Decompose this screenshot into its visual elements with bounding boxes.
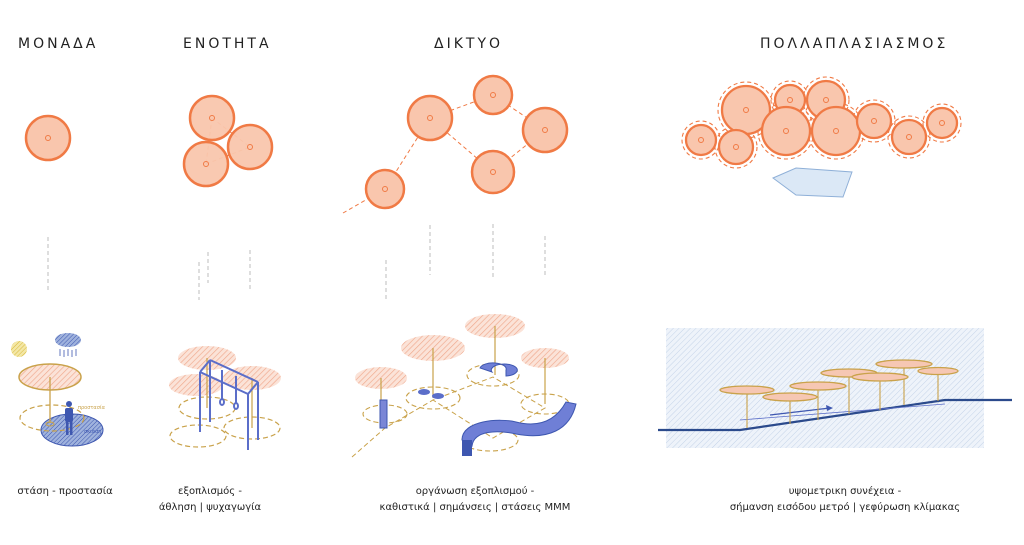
monada-axonometric: προστασία σκιάση bbox=[11, 333, 106, 447]
diktyo-network-group bbox=[342, 74, 569, 300]
ramp-line bbox=[739, 403, 946, 421]
caption-line: υψομετρικη συνέχεια - bbox=[788, 486, 902, 497]
unit-circle bbox=[188, 94, 236, 142]
title-pollaplasiasmos: ΠΟΛΛΑΠΛΑΣΙΑΣΜΟΣ bbox=[760, 36, 949, 52]
unit-center-dot bbox=[490, 169, 496, 175]
signage-panel-icon bbox=[379, 399, 388, 429]
ground-fill bbox=[666, 398, 984, 448]
unit-circle bbox=[226, 123, 274, 171]
unit-center-dot bbox=[542, 127, 548, 133]
caption-monada: στάση - προστασία bbox=[0, 484, 130, 500]
caption-line: στάση - προστασία bbox=[17, 486, 113, 497]
caption-diktyo: οργάνωση εξοπλισμού - καθιστικά | σημάνσ… bbox=[350, 484, 600, 516]
arrow-head-icon bbox=[826, 405, 833, 411]
snake-bench-end bbox=[462, 440, 472, 456]
section-canopies bbox=[719, 359, 959, 402]
pollaplasiasmos-group bbox=[681, 76, 962, 198]
unit-circle bbox=[364, 168, 406, 210]
ground-line bbox=[658, 398, 1012, 432]
caption-line: οργάνωση εξοπλισμού - bbox=[415, 486, 535, 497]
title-diktyo: ΔΙΚΤΥΟ bbox=[434, 36, 504, 52]
caption-line: σήμανση εισόδου μετρό | γεφύρωση κλίμακα… bbox=[729, 502, 961, 513]
unit-center-dot bbox=[427, 115, 433, 121]
unit-circle bbox=[182, 140, 230, 188]
enotita-cluster-group bbox=[182, 94, 274, 300]
unit-center-dot bbox=[247, 144, 253, 150]
unit-circle bbox=[521, 106, 569, 154]
monkey-bars-icon bbox=[199, 359, 259, 450]
unit-center-dots bbox=[698, 97, 945, 150]
caption-line: άθληση | ψυχαγωγία bbox=[158, 502, 262, 513]
monada-unit-group bbox=[24, 114, 72, 290]
unit-center-dot bbox=[45, 135, 51, 141]
person-icon bbox=[65, 401, 73, 435]
post-base bbox=[45, 421, 55, 427]
pollaplasiasmos-section bbox=[658, 328, 1012, 448]
caption-enotita: εξοπλισμός - άθληση | ψυχαγωγία bbox=[140, 484, 280, 516]
caption-line: καθιστικά | σημάνσεις | στάσεις ΜΜΜ bbox=[379, 502, 571, 513]
caption-pollaplasiasmos: υψομετρικη συνέχεια - σήμανση εισόδου με… bbox=[690, 484, 1000, 516]
title-monada: ΜΟΝΑΔΑ bbox=[18, 36, 99, 52]
dashed-ground-ring bbox=[169, 424, 227, 448]
rain-cloud-icon bbox=[55, 333, 81, 347]
sun-icon bbox=[11, 341, 27, 357]
snake-bench-icon bbox=[461, 401, 577, 447]
rain-drops-icon bbox=[59, 349, 77, 357]
canopy-posts bbox=[746, 364, 939, 428]
diktyo-axonometric bbox=[351, 314, 577, 458]
unit-circle bbox=[470, 149, 516, 195]
canopy-disc bbox=[169, 374, 223, 396]
dashed-ground-ring bbox=[19, 404, 85, 432]
unit-center-dot bbox=[382, 186, 388, 192]
unit-center-dot bbox=[203, 161, 209, 167]
shade-label: σκιάση bbox=[84, 428, 101, 435]
ramp-arrow bbox=[769, 407, 831, 416]
title-enotita: ΕΝΟΤΗΤΑ bbox=[183, 36, 272, 52]
seating-icon bbox=[418, 389, 444, 399]
unit-circle bbox=[472, 74, 514, 116]
unit-circle bbox=[24, 114, 72, 162]
caption-line: εξοπλισμός - bbox=[178, 486, 242, 497]
unit-circle bbox=[406, 94, 454, 142]
protection-label: προστασία bbox=[78, 404, 106, 411]
bench-ring-icon bbox=[479, 362, 518, 377]
dashed-ground-ring bbox=[405, 386, 461, 410]
unit-center-dot bbox=[490, 92, 496, 98]
metro-entrance-shape bbox=[772, 167, 853, 198]
enotita-axonometric bbox=[169, 346, 281, 450]
unit-center-dot bbox=[209, 115, 215, 121]
unit-circles bbox=[684, 79, 959, 166]
